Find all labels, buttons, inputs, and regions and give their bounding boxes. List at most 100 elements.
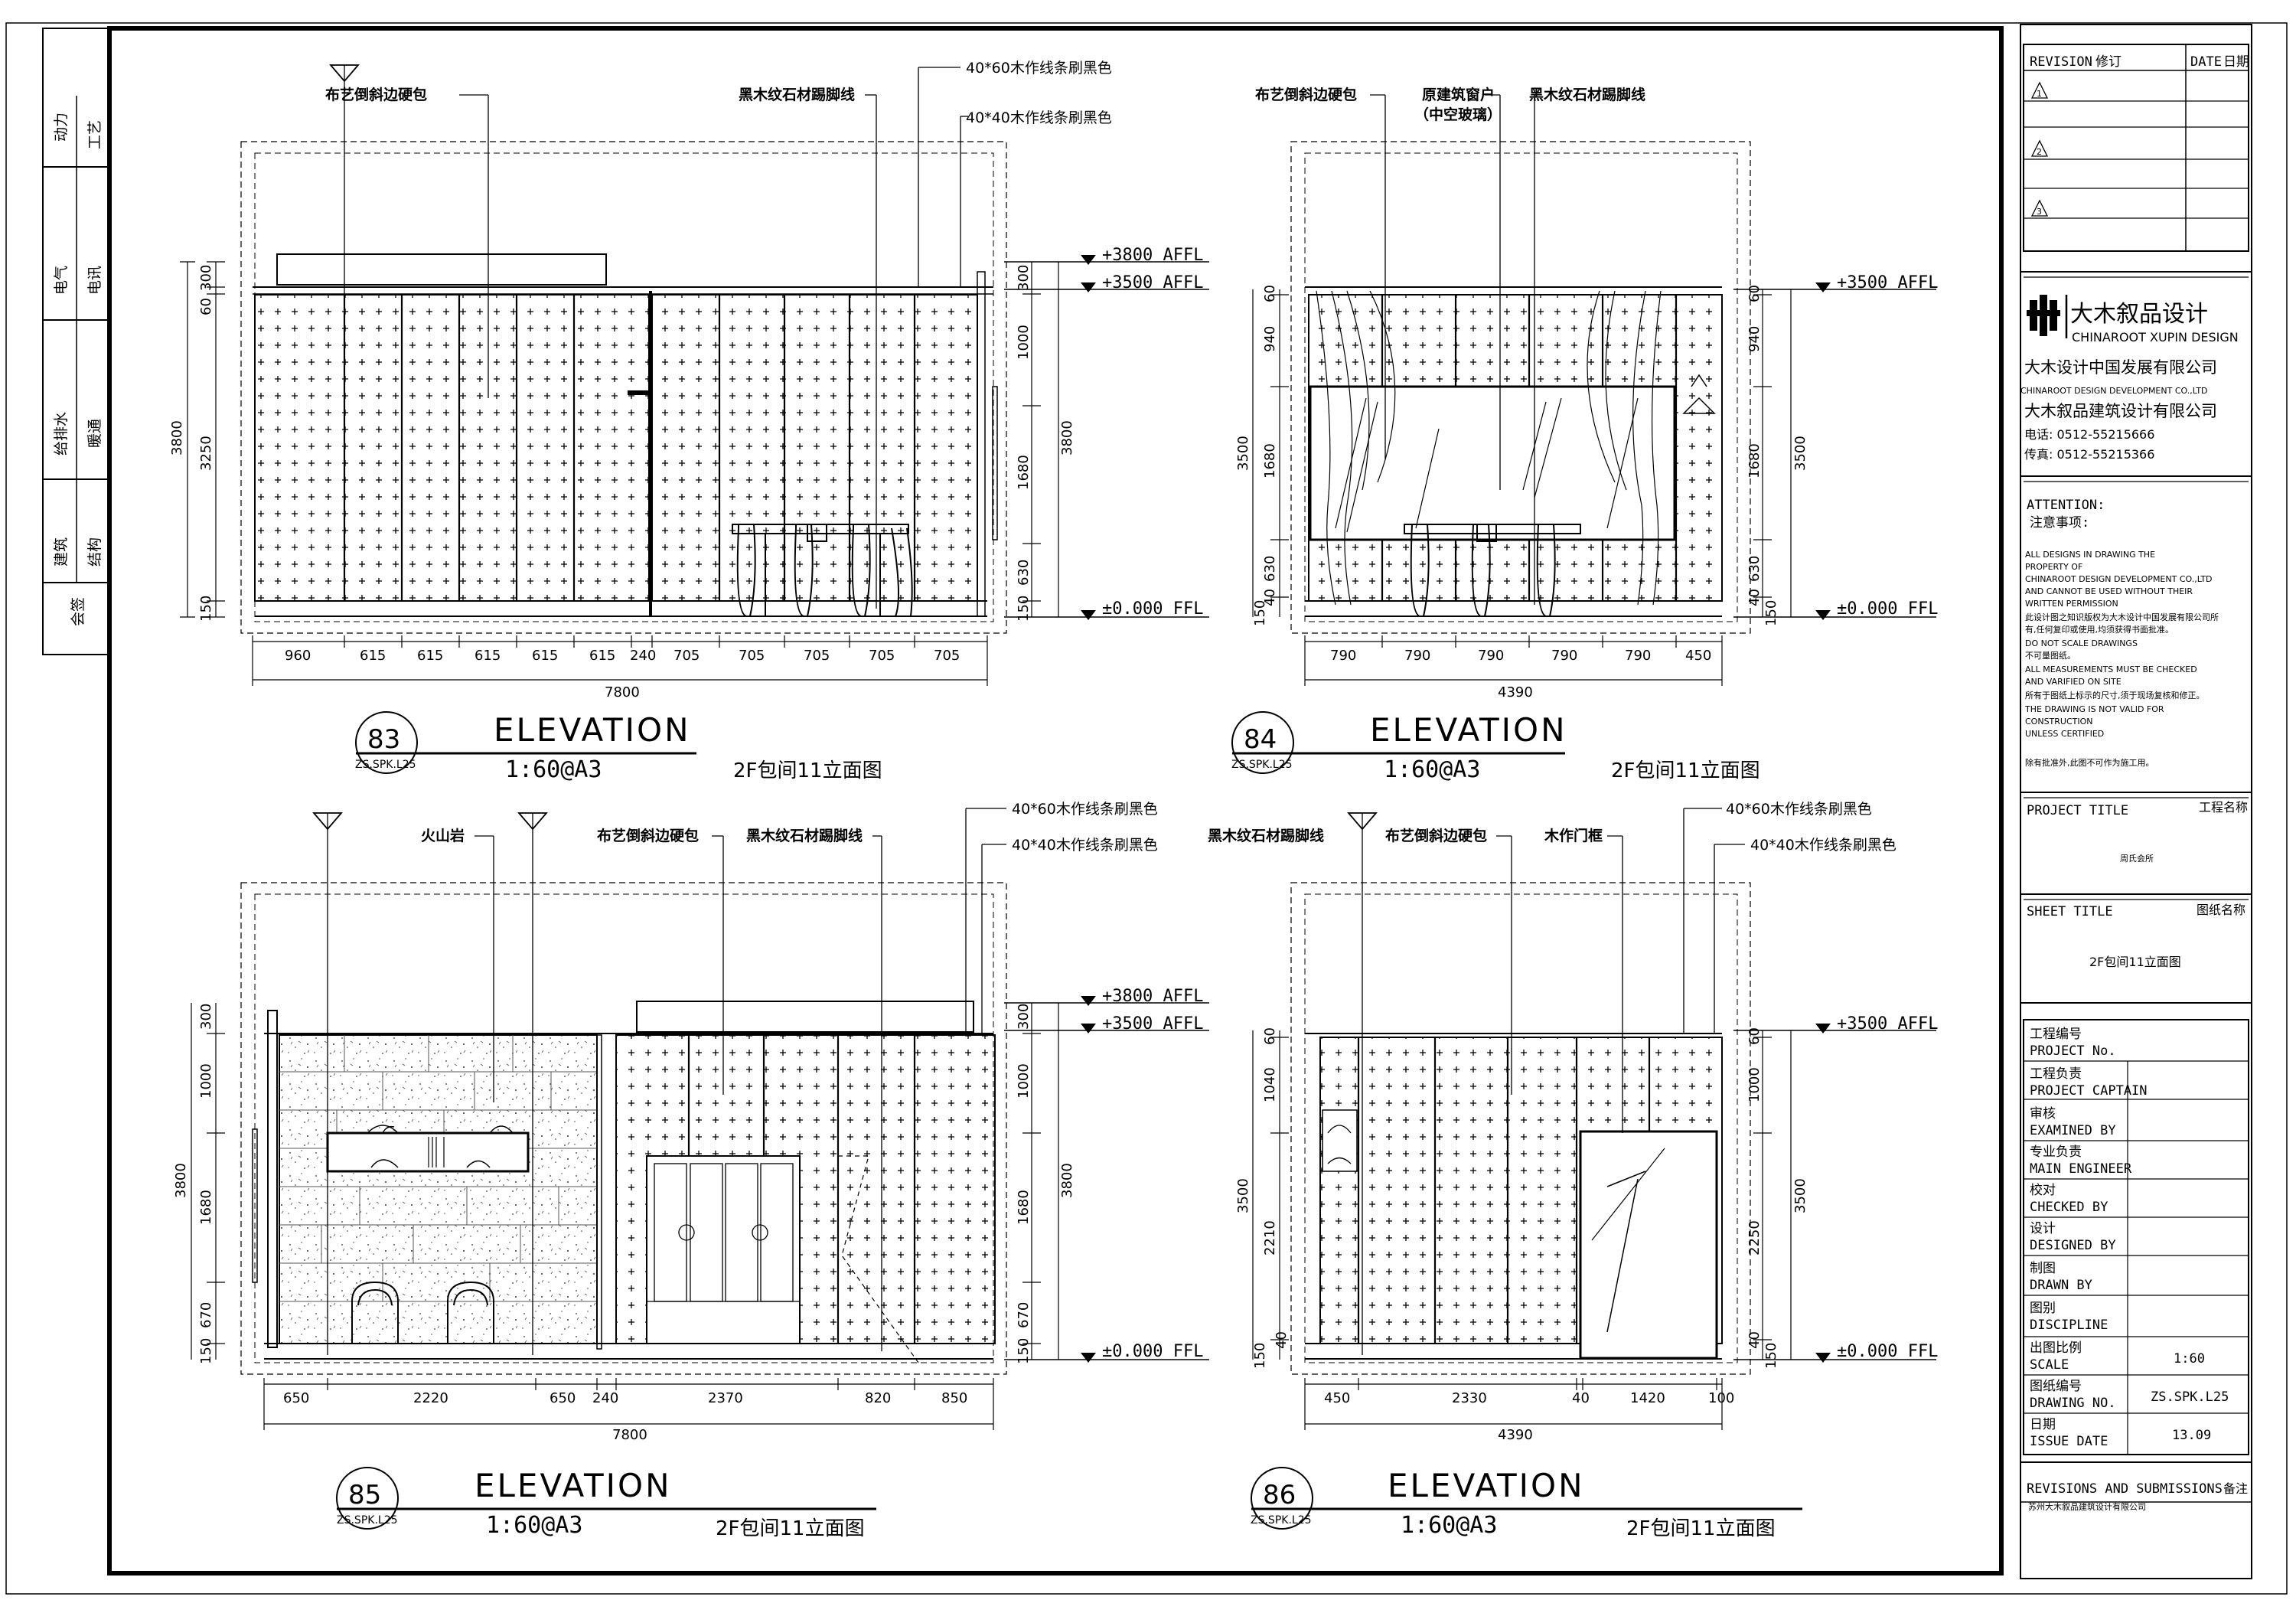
annotation-label: （中空玻璃） — [1414, 106, 1502, 123]
footer-company: 苏州大木叙品建筑设计有限公司 — [2028, 1501, 2146, 1512]
annotation-label: 40*40木作线条刷黑色 — [966, 109, 1112, 126]
annotation-label: 黑木纹石材踢脚线 — [1529, 86, 1645, 103]
dim-label: 300 — [1016, 265, 1032, 291]
dim-label: 790 — [1551, 648, 1577, 664]
row-label-cn: 制图 — [2030, 1261, 2056, 1276]
company-fax: 传真: 0512-55215366 — [2024, 447, 2154, 462]
dim-label: 40 — [1572, 1390, 1590, 1406]
dim-label: 1420 — [1630, 1390, 1665, 1406]
elevation-number: 84 — [1244, 724, 1277, 755]
level-mark: +3500 AFFL — [1837, 273, 1938, 292]
dim-label: 40 — [1746, 589, 1763, 606]
ceiling-cove — [636, 1001, 974, 1033]
stamp-label: 电讯 — [86, 266, 103, 295]
dim-label: 150 — [1016, 596, 1032, 622]
stamp-label: 给排水 — [53, 412, 70, 456]
elevation-sheet-name: 2F包间11立面图 — [733, 759, 882, 782]
dim-label: 2220 — [413, 1390, 448, 1406]
dim-label: 705 — [869, 648, 895, 664]
row-label-cn: 工程负责 — [2030, 1066, 2082, 1082]
stamp-label: 会签 — [70, 597, 86, 626]
annotation-label: 黑木纹石材踢脚线 — [739, 86, 855, 103]
sheet-name: 2F包间11立面图 — [2089, 955, 2181, 969]
annotation-label: 布艺倒斜边硬包 — [597, 827, 699, 844]
dim-total: 3800 — [1059, 1163, 1075, 1198]
elevation-83: 布艺倒斜边硬包 黑木纹石材踢脚线 40*60木作线条刷黑色 40*40木作线条刷… — [169, 60, 1209, 783]
note-line: WRITTEN PERMISSION — [2025, 599, 2118, 609]
dim-label: 650 — [550, 1390, 576, 1406]
row-label-cn: 校对 — [2030, 1183, 2056, 1198]
info-table — [2023, 1019, 2249, 1455]
company2-name-cn: 大木叙品建筑设计有限公司 — [2024, 402, 2217, 420]
row-label-cn: 专业负责 — [2030, 1144, 2082, 1160]
dim-label: 1680 — [1016, 455, 1032, 490]
dim-label: 150 — [1016, 1338, 1032, 1364]
dim-label: 300 — [198, 265, 214, 291]
row-label-cn: 图纸编号 — [2030, 1379, 2082, 1394]
dim-label: 450 — [1324, 1390, 1350, 1406]
row-label-en: DISCIPLINE — [2030, 1318, 2108, 1333]
level-mark: +3500 AFFL — [1102, 273, 1203, 292]
revision-marker: 3 — [2037, 207, 2042, 217]
revision-label: REVISION — [2030, 54, 2092, 70]
note-line: CHINAROOT DESIGN DEVELOPMENT CO.,LTD — [2025, 574, 2213, 584]
annotation-label: 黑木纹石材踢脚线 — [1208, 827, 1324, 844]
stamp-label: 建筑 — [53, 537, 70, 567]
note-line: 此设计图之知识版权为大木设计中国发展有限公司所 — [2025, 612, 2219, 622]
dim-label: 1000 — [1016, 325, 1032, 360]
dim-label: 960 — [285, 648, 311, 664]
row-label-cn: 出图比例 — [2030, 1340, 2082, 1356]
annotation-label: 40*40木作线条刷黑色 — [1012, 837, 1158, 854]
dim-label: 1680 — [1746, 443, 1763, 478]
date-label: DATE — [2190, 54, 2222, 70]
dim-label: 100 — [1708, 1390, 1734, 1406]
sheet-title-label-cn: 图纸名称 — [2197, 903, 2245, 917]
info-rows: 工程编号 PROJECT No. 工程负责 PROJECT CAPTAIN 审核… — [2030, 1027, 2229, 1449]
sheet-outer-border — [5, 22, 2288, 1595]
elevation-title: ELEVATION — [1388, 1467, 1585, 1504]
annotation-label: 40*60木作线条刷黑色 — [966, 60, 1112, 77]
outline-dashed — [240, 141, 1007, 634]
dim-label: 670 — [1016, 1302, 1032, 1328]
company-name-en: CHINAROOT DESIGN DEVELOPMENT CO.,LTD — [2020, 386, 2208, 396]
elevation-ref: ZS.SPK.L25 — [337, 1514, 398, 1527]
row-label-cn: 审核 — [2030, 1106, 2056, 1122]
row-label-en: PROJECT No. — [2030, 1043, 2116, 1059]
row-label-cn: 日期 — [2030, 1417, 2056, 1432]
window-glass — [1309, 385, 1676, 541]
row-label-cn: 图别 — [2030, 1301, 2056, 1316]
submissions-label: REVISIONS AND SUBMISSIONS — [2027, 1481, 2223, 1497]
level-mark: ±0.000 FFL — [1837, 1342, 1938, 1361]
row-label-cn: 设计 — [2030, 1221, 2056, 1236]
elevation-scale: 1:60@A3 — [486, 1512, 582, 1539]
annotation-label: 布艺倒斜边硬包 — [1255, 86, 1357, 103]
level-mark: +3800 AFFL — [1102, 246, 1203, 265]
dim-label: 1680 — [198, 1190, 214, 1225]
attention-label-cn: 注意事项: — [2030, 515, 2089, 531]
logo-en: CHINAROOT XUPIN DESIGN — [2072, 330, 2239, 344]
row-label-en: PROJECT CAPTAIN — [2030, 1083, 2148, 1099]
dim-label: 2370 — [708, 1390, 743, 1406]
dim-total: 4390 — [1498, 684, 1533, 700]
elevation-85: 火山岩 布艺倒斜边硬包 黑木纹石材踢脚线 40*60木作线条刷黑色 40*40木… — [173, 801, 1209, 1540]
dim-label: 670 — [198, 1302, 214, 1328]
note-line: AND VARIFIED ON SITE — [2025, 677, 2122, 687]
level-mark: +3500 AFFL — [1837, 1014, 1938, 1033]
drawing-frame — [107, 26, 2004, 1576]
project-name: 周氏会所 — [2120, 854, 2154, 864]
stamp-label: 动力 — [53, 113, 70, 142]
dim-label: 150 — [1252, 600, 1268, 626]
dim-label: 615 — [532, 648, 558, 664]
dim-label: 60 — [1746, 1027, 1763, 1045]
submissions-label-cn: 备注 — [2223, 1481, 2248, 1496]
elevation-title: ELEVATION — [494, 711, 691, 749]
date-label-cn: 日期 — [2223, 54, 2249, 70]
dim-label: 1680 — [1016, 1190, 1032, 1225]
dim-label: 790 — [1330, 648, 1356, 664]
level-mark: ±0.000 FFL — [1102, 599, 1203, 619]
row-label-en: MAIN ENGINEER — [2030, 1161, 2132, 1177]
dim-label: 150 — [1763, 600, 1779, 626]
level-mark: ±0.000 FFL — [1102, 1342, 1203, 1361]
stamp-label: 结构 — [86, 537, 103, 567]
dining-set — [1404, 524, 1581, 617]
